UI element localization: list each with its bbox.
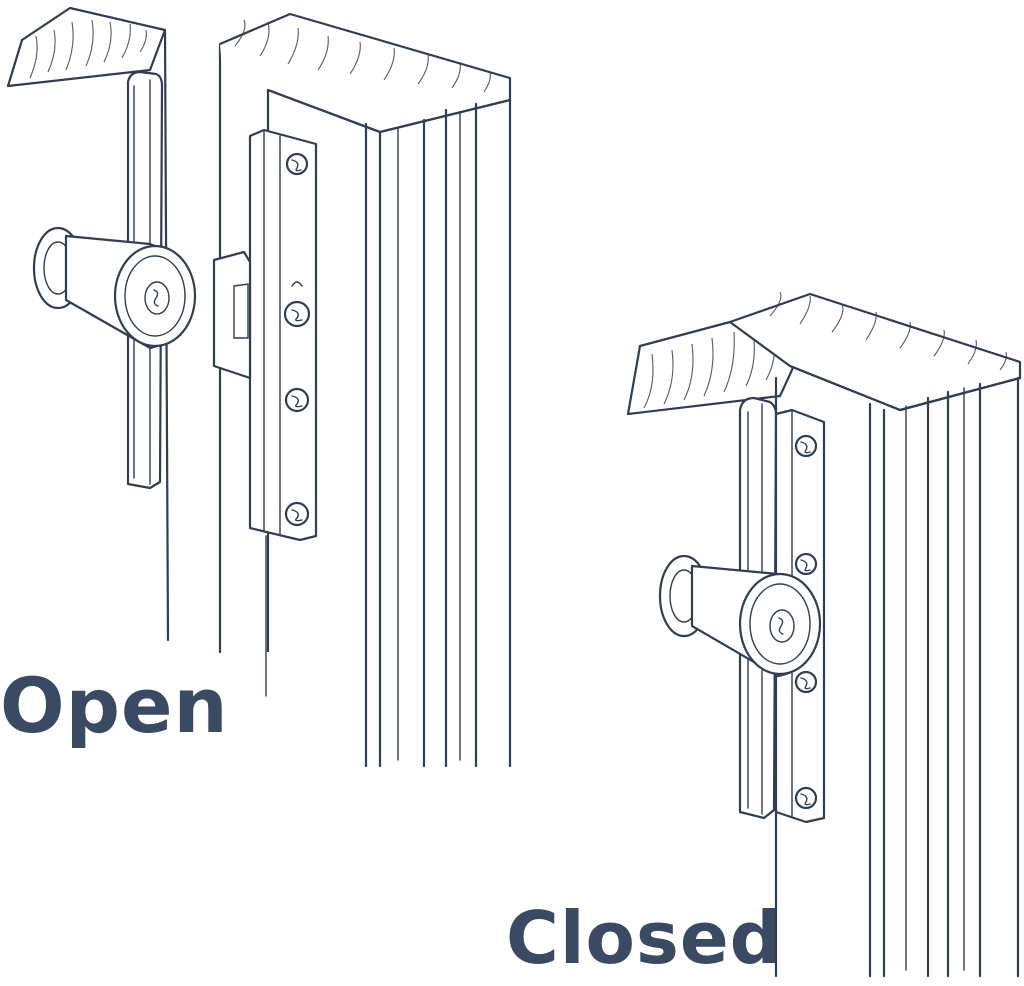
- closed-label: Closed: [506, 896, 783, 980]
- open-door-top: [6, 6, 167, 88]
- open-key-knob: [32, 226, 197, 350]
- closed-state-drawing: [626, 291, 1022, 978]
- open-label: Open: [0, 661, 229, 750]
- open-state-drawing: [6, 6, 512, 768]
- closed-key-knob: [658, 554, 822, 678]
- open-strike-plate: [248, 128, 318, 542]
- open-keeper: [212, 250, 252, 380]
